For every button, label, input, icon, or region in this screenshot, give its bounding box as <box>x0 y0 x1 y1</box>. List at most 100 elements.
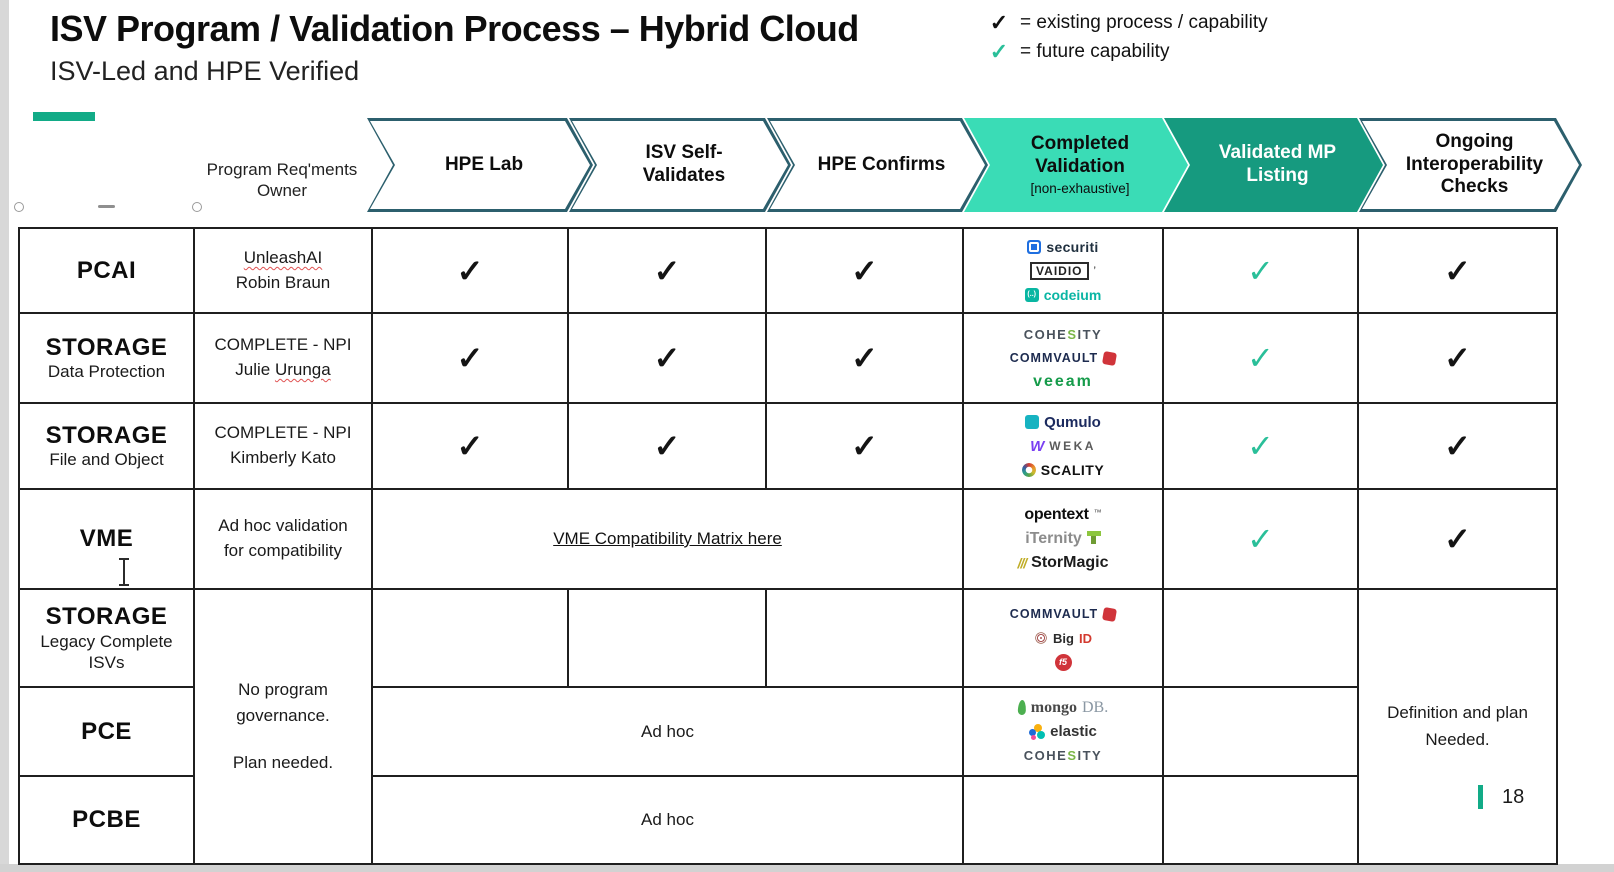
arrow-shape <box>569 118 791 212</box>
stage-arrow-isv-self-validates: ISV Self-Validates <box>569 118 791 212</box>
elastic-icon <box>1029 723 1046 740</box>
legend: ✓ = existing process / capability ✓ = fu… <box>988 8 1548 66</box>
row-name: VME <box>79 525 134 553</box>
check-icon: ✓ <box>851 340 878 376</box>
logo-veeam: veeam <box>1033 373 1093 390</box>
cell-storage-fo-hpe-confirms: ✓ <box>765 402 964 490</box>
cell-storage-fo-isv-self: ✓ <box>567 402 767 490</box>
check-icon: ✓ <box>1444 340 1471 376</box>
check-icon: ✓ <box>653 252 681 289</box>
cell-pcai-hpe-confirms: ✓ <box>765 227 964 314</box>
check-icon: ✓ <box>653 340 681 376</box>
logo-opentext: opentext ™ <box>1024 506 1102 523</box>
cell-storage-fo-hpe-lab: ✓ <box>371 402 569 490</box>
legend-existing: ✓ = existing process / capability <box>988 8 1548 37</box>
green-check-icon: ✓ <box>989 38 1009 64</box>
row-pcbe-label: PCBE <box>18 775 195 865</box>
owner-line2: Robin Braun <box>235 272 331 292</box>
stage-arrow-hpe-confirms: HPE Confirms <box>767 118 988 212</box>
logo-elastic: elastic <box>1029 722 1097 741</box>
stage-label: HPE Lab <box>444 153 524 175</box>
page-number-accent-bar <box>1478 785 1483 809</box>
qumulo-icon <box>1025 415 1040 429</box>
check-icon: ✓ <box>456 340 484 376</box>
stage-label: Completed Validation <box>1030 133 1130 177</box>
owner-line2: for compatibility <box>223 541 343 560</box>
row-storage-fo-owner: COMPLETE - NPI Kimberly Kato <box>193 402 373 490</box>
check-icon: ✓ <box>1444 252 1471 289</box>
logo-weka: W WEKA <box>1030 437 1096 455</box>
legend-future: ✓ = future capability <box>988 37 1548 66</box>
legend-future-label: = future capability <box>1020 40 1170 62</box>
row-name: PCAI <box>76 256 137 284</box>
hpe-accent-bar <box>33 112 95 121</box>
commvault-icon <box>1102 606 1118 622</box>
cell-storage-dp-hpe-lab: ✓ <box>371 312 569 404</box>
logo-cohesity: COHESITY <box>1023 748 1103 763</box>
stage-label: Validated MP Listing <box>1218 142 1337 186</box>
stage-arrow-hpe-lab: HPE Lab <box>367 118 593 212</box>
row-subname: Data Protection <box>47 362 166 382</box>
selection-handle-icon <box>192 202 202 212</box>
weka-icon: W <box>1030 437 1045 455</box>
logo-vaidio: VAIDIO ’ <box>1030 261 1096 280</box>
future-check-icon: ✓ <box>1247 252 1274 289</box>
cell-legacy-hpe-confirms-empty <box>765 588 964 688</box>
future-check-icon: ✓ <box>1247 521 1274 557</box>
owner-line1: Ad hoc validation <box>218 516 348 536</box>
slide-left-edge <box>0 0 9 872</box>
stage-arrow-validated-mp-listing: Validated MP Listing <box>1164 118 1383 212</box>
securiti-icon <box>1027 239 1042 254</box>
cell-pcai-interop: ✓ <box>1357 227 1558 314</box>
cell-interop-definition-needed: Definition and plan Needed. <box>1357 588 1558 865</box>
mongodb-leaf-icon <box>1017 699 1027 716</box>
row-name: STORAGE <box>45 421 168 449</box>
cell-storage-dp-interop: ✓ <box>1357 312 1558 404</box>
check-icon: ✓ <box>456 252 484 289</box>
row-storage-dp-owner: COMPLETE - NPI Julie Urunga <box>193 312 373 404</box>
cell-pce-adhoc: Ad hoc <box>371 686 964 777</box>
owner-line2: Kimberly Kato <box>230 448 336 467</box>
selection-handle-icon <box>14 202 24 212</box>
cell-vme-completed-logos: opentext ™ iTernity /// StorMagic <box>962 488 1164 590</box>
iternity-icon <box>1086 530 1101 544</box>
stage-sublabel: [non-exhaustive] <box>1030 180 1130 196</box>
logo-f5: f5 <box>1054 653 1072 672</box>
stormagic-icon: /// <box>1017 555 1027 571</box>
cell-pcai-validated-mp: ✓ <box>1162 227 1359 314</box>
cell-vme-compatibility-matrix: VME Compatibility Matrix here <box>371 488 964 590</box>
row-storage-legacy-label: STORAGE Legacy Complete ISVs <box>18 588 195 688</box>
legend-existing-label: = existing process / capability <box>1020 11 1268 33</box>
arrow-shape <box>767 118 988 212</box>
cell-pcbe-validated-mp-empty <box>1162 775 1359 865</box>
cell-storage-fo-completed-logos: Qumulo W WEKA SCALITY <box>962 402 1164 490</box>
check-icon: ✓ <box>1444 521 1471 557</box>
logo-qumulo: Qumulo <box>1025 413 1101 432</box>
vme-compatibility-matrix-link[interactable]: VME Compatibility Matrix here <box>553 529 782 548</box>
cell-vme-validated-mp: ✓ <box>1162 488 1359 590</box>
owner-header-line1: Program Req'ments <box>206 159 358 179</box>
cell-pcai-isv-self: ✓ <box>567 227 767 314</box>
page-title: ISV Program / Validation Process – Hybri… <box>50 8 859 49</box>
logo-codeium: (..) codeium <box>1024 285 1101 304</box>
owner-header-line2: Owner <box>256 181 308 200</box>
row-subname2: ISVs <box>88 652 125 672</box>
cell-legacy-isv-self-empty <box>567 588 767 688</box>
stage-label: HPE Confirms <box>817 153 946 175</box>
selection-handle-dash-icon <box>98 205 115 208</box>
black-check-icon: ✓ <box>989 9 1009 35</box>
cell-owner-no-governance: No program governance. Plan needed. <box>193 588 373 865</box>
cell-pcbe-completed-empty <box>962 775 1164 865</box>
row-pcai-owner: UnleashAI Robin Braun <box>193 227 373 314</box>
page-subtitle: ISV-Led and HPE Verified <box>50 56 360 86</box>
logo-stormagic: /// StorMagic <box>1017 554 1109 571</box>
cell-storage-fo-validated-mp: ✓ <box>1162 402 1359 490</box>
cell-storage-dp-isv-self: ✓ <box>567 312 767 404</box>
stage-arrow-completed-validation: Completed Validation [non-exhaustive] <box>964 118 1188 212</box>
column-header-owner: Program Req'ments Owner <box>193 150 371 210</box>
